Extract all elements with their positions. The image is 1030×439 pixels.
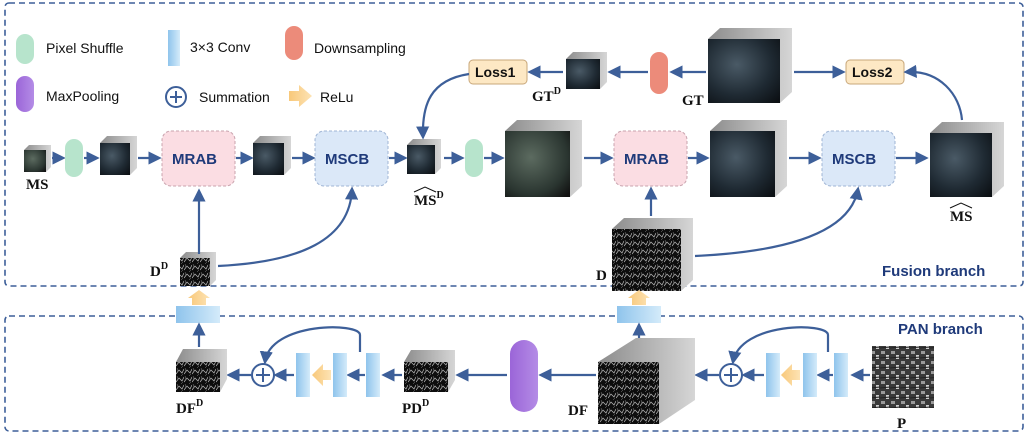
df-image <box>598 338 695 424</box>
ms-hat-d-label: MSD <box>414 190 444 209</box>
legend-maxpooling-swatch <box>16 76 34 112</box>
gt-image <box>708 28 792 103</box>
df-d-label: DFD <box>176 398 203 417</box>
legend-downsampling-label: Downsampling <box>314 40 406 56</box>
downsampling-op <box>650 52 668 94</box>
relu-pan-right <box>781 364 800 386</box>
mscb-label-1: MSCB <box>325 151 369 168</box>
d-label: D <box>596 268 607 284</box>
gt-d-image <box>566 52 607 89</box>
legend-relu-icon <box>289 85 312 107</box>
conv-pan-left-2 <box>333 353 347 397</box>
ms-hat-label: MS <box>950 209 973 225</box>
pan-branch-frame <box>4 315 1024 432</box>
ms-hat-image <box>930 122 1004 197</box>
mrab-output-image-2 <box>710 120 787 197</box>
ms-image <box>24 145 51 172</box>
d-d-label: DD <box>150 261 168 280</box>
conv-pan-right-2 <box>803 353 817 397</box>
legend: Pixel Shuffle 3×3 Conv Downsampling MaxP… <box>16 26 406 112</box>
legend-downsampling-swatch <box>285 26 303 60</box>
loss1-label: Loss1 <box>475 64 516 80</box>
mscb-block-2 <box>821 130 896 187</box>
relu-pan-left <box>312 364 331 386</box>
conv-bridge-right <box>617 306 661 323</box>
mrab-block-1 <box>161 130 236 187</box>
gt-label: GT <box>682 93 704 109</box>
d-d-superscript: D <box>161 261 168 272</box>
relu-up-left <box>188 290 210 305</box>
conv-pan-left-3 <box>366 353 380 397</box>
df-d-superscript: D <box>196 398 203 409</box>
ms-hat-d-image <box>407 139 441 174</box>
df-label: DF <box>568 403 588 419</box>
maxpooling-op <box>510 340 538 412</box>
ms-upsampled-image <box>100 136 137 175</box>
mrab-block-2 <box>613 130 688 187</box>
conv-pan-left-1 <box>296 353 310 397</box>
pixel-shuffle-2 <box>465 139 483 177</box>
conv-bridge-left <box>176 306 220 323</box>
pd-d-image <box>404 350 455 392</box>
d-image <box>612 218 693 291</box>
legend-pixel-shuffle-swatch <box>16 34 34 64</box>
pd-d-label: PDD <box>402 398 429 417</box>
fusion-branch-title: Fusion branch <box>882 263 985 280</box>
conv-pan-right-3 <box>834 353 848 397</box>
d-d-image <box>180 252 216 286</box>
legend-conv-swatch <box>168 30 180 66</box>
legend-relu-label: ReLu <box>320 89 353 105</box>
legend-summation-label: Summation <box>199 89 270 105</box>
legend-conv-label: 3×3 Conv <box>190 39 250 55</box>
mrab-label-1: MRAB <box>172 151 217 168</box>
pan-branch-title: PAN branch <box>898 321 983 338</box>
p-image <box>872 346 934 408</box>
fusion-branch-frame <box>4 2 1024 287</box>
gt-d-label: GTD <box>532 86 561 105</box>
mscb-label-2: MSCB <box>832 151 876 168</box>
ms-label: MS <box>26 177 49 193</box>
upsampled-feature-image <box>505 120 582 197</box>
mscb-block-1 <box>314 130 389 187</box>
legend-pixel-shuffle-label: Pixel Shuffle <box>46 40 124 56</box>
legend-maxpooling-label: MaxPooling <box>46 88 119 104</box>
conv-pan-right-1 <box>766 353 780 397</box>
loss1-box <box>468 59 528 85</box>
df-d-image <box>176 349 227 392</box>
pixel-shuffle-1 <box>65 139 83 177</box>
pd-d-superscript: D <box>422 398 429 409</box>
p-label: P <box>897 416 906 432</box>
mrab-label-2: MRAB <box>624 151 669 168</box>
relu-up-right <box>628 290 650 305</box>
mrab-output-image-1 <box>253 136 291 175</box>
loss2-label: Loss2 <box>852 64 893 80</box>
ms-hat-d-superscript: D <box>437 190 444 201</box>
gt-d-superscript: D <box>554 86 561 97</box>
